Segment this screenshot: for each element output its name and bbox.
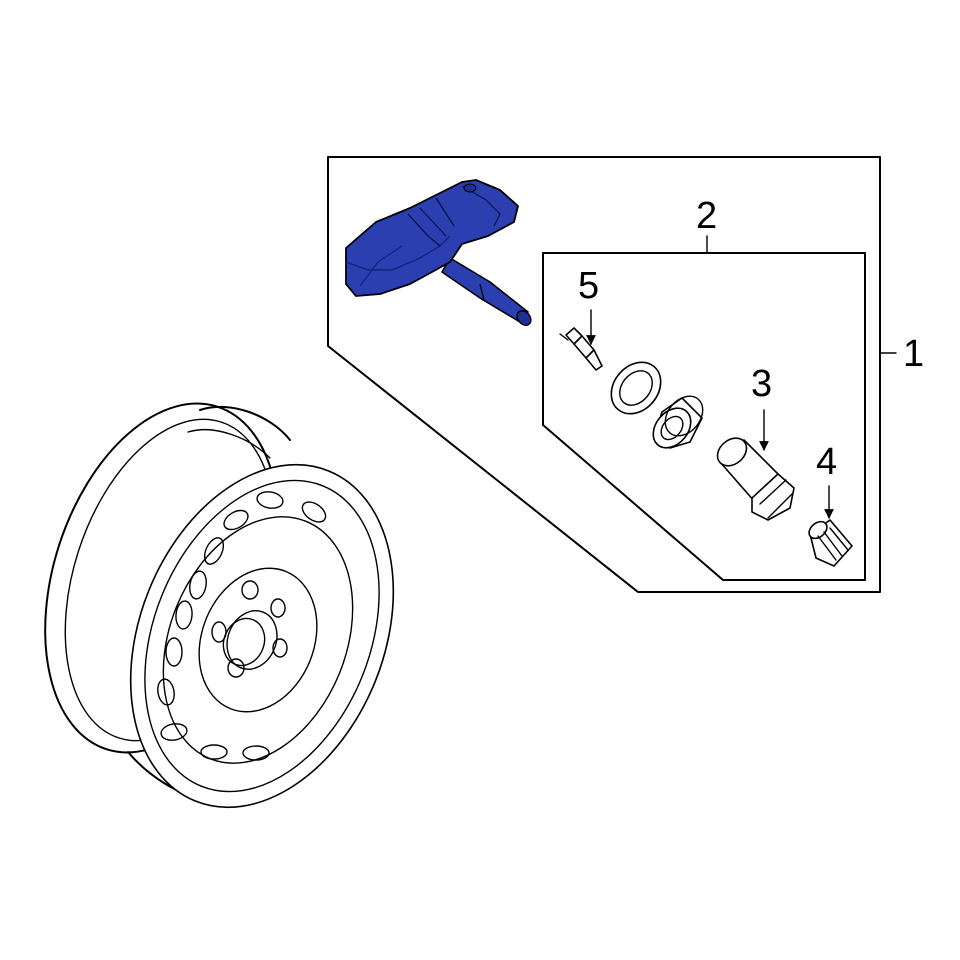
valve-cap[interactable] [806,518,853,567]
kit-inner-frame: 2 [542,195,866,581]
callout-3: 3 [751,363,772,451]
wheel-front-rim [129,463,395,809]
kit-outer-frame [327,156,881,593]
tpms-sensor[interactable] [345,179,534,328]
callout-3-label: 3 [751,363,772,405]
callout-5-label: 5 [578,265,599,307]
rubber-grommet[interactable] [646,389,711,455]
wheel-disc [157,491,354,764]
callout-5: 5 [578,265,599,345]
callout-4-label: 4 [816,441,837,483]
valve-core[interactable] [559,327,603,371]
callout-2-label: 2 [696,195,717,237]
wheel-lug-holes [211,580,288,678]
wheel-vent-holes [157,491,327,761]
callout-4: 4 [816,441,837,519]
callout-1-label: 1 [903,333,924,375]
callout-1: 1 [879,333,924,375]
valve-nut[interactable] [712,433,795,521]
sealing-washer[interactable] [601,352,671,423]
wheel [44,402,395,809]
